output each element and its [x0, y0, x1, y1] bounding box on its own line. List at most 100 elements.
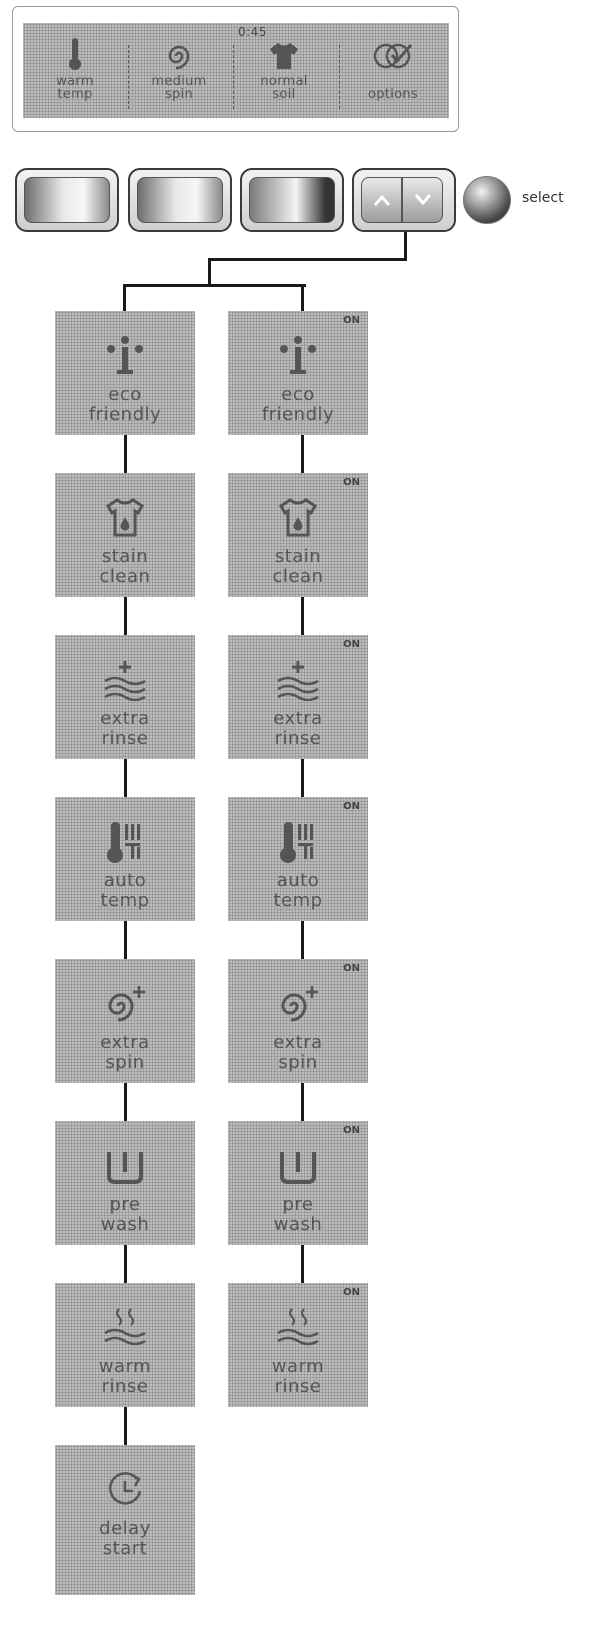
tile-line2: clean	[272, 566, 324, 587]
connector	[301, 1083, 304, 1123]
on-indicator: ON	[343, 639, 360, 650]
soil-button[interactable]	[240, 168, 344, 232]
connector	[124, 759, 127, 799]
tile-line2: temp	[100, 890, 150, 911]
eco-icon	[55, 333, 195, 379]
cycle-time: 0:45	[238, 25, 267, 39]
on-indicator: ON	[343, 315, 360, 326]
tile-line2: friendly	[88, 404, 162, 425]
chevron-down-icon	[414, 194, 431, 206]
auto-temp-icon	[228, 819, 368, 865]
lcd-options-item: options	[343, 35, 443, 115]
pre-wash-icon	[55, 1143, 195, 1189]
tile-line2: spin	[105, 1052, 145, 1073]
tile-line1: pre	[109, 1194, 141, 1215]
temp-button[interactable]	[15, 168, 119, 232]
tile-line1: extra	[273, 1032, 323, 1053]
select-label: select	[522, 190, 564, 206]
pre-wash-icon	[228, 1143, 368, 1189]
on-indicator: ON	[343, 801, 360, 812]
on-indicator: ON	[343, 963, 360, 974]
tile-line1: warm	[98, 1356, 152, 1377]
connector	[208, 258, 407, 261]
stain-shirt-icon	[55, 495, 195, 541]
connector	[124, 1245, 127, 1285]
connector	[208, 258, 211, 286]
extra-rinse-icon	[228, 657, 368, 703]
tile-line1: eco	[108, 384, 142, 405]
chevron-up-icon	[373, 194, 390, 206]
down-button[interactable]	[402, 177, 443, 223]
lcd-soil-line2: soil	[272, 87, 296, 102]
extra-rinse-icon	[55, 657, 195, 703]
tile-line2: wash	[273, 1214, 323, 1235]
options-up-down-button[interactable]	[352, 168, 456, 232]
stain-shirt-icon	[228, 495, 368, 541]
tile-line2: rinse	[274, 728, 322, 749]
tile-line2: temp	[273, 890, 323, 911]
lcd-soil-line1: normal	[260, 74, 308, 89]
tile-line1: stain	[274, 546, 322, 567]
tile-line1: eco	[281, 384, 315, 405]
connector	[124, 597, 127, 637]
connector	[123, 284, 126, 311]
tile-line1: pre	[282, 1194, 314, 1215]
on-indicator: ON	[343, 1287, 360, 1298]
tile-line2: rinse	[274, 1376, 322, 1397]
up-button[interactable]	[361, 177, 402, 223]
connector	[301, 284, 304, 311]
connector	[124, 1407, 127, 1447]
connector	[301, 921, 304, 961]
tile-line1: extra	[100, 1032, 150, 1053]
connector	[124, 921, 127, 961]
connector	[404, 232, 407, 260]
tile-line1: extra	[273, 708, 323, 729]
extra-spin-icon	[55, 981, 195, 1027]
tile-line2: wash	[100, 1214, 150, 1235]
eco-icon	[228, 333, 368, 379]
warm-rinse-icon	[55, 1305, 195, 1351]
tile-line1: stain	[101, 546, 149, 567]
lcd-temp-line1: warm	[56, 74, 94, 89]
tile-line2: rinse	[101, 728, 149, 749]
lcd-spin-line2: spin	[164, 87, 194, 102]
tile-line2: clean	[99, 566, 151, 587]
tile-line2: spin	[278, 1052, 318, 1073]
tile-line1: extra	[100, 708, 150, 729]
lcd-options-line2: options	[368, 87, 418, 102]
spin-button[interactable]	[128, 168, 232, 232]
delay-start-icon	[55, 1467, 195, 1513]
lcd-spin-line1: medium	[151, 74, 207, 89]
connector	[124, 1083, 127, 1123]
connector	[124, 435, 127, 475]
auto-temp-icon	[55, 819, 195, 865]
tile-line2: friendly	[261, 404, 335, 425]
on-indicator: ON	[343, 477, 360, 488]
tile-line2: rinse	[101, 1376, 149, 1397]
warm-rinse-icon	[228, 1305, 368, 1351]
on-indicator: ON	[343, 1125, 360, 1136]
thermometer-icon	[25, 35, 125, 71]
connector	[301, 1245, 304, 1285]
extra-spin-icon	[228, 981, 368, 1027]
options-check-icon	[343, 35, 443, 71]
select-knob[interactable]	[463, 176, 511, 224]
lcd-divider	[233, 45, 234, 109]
connector	[301, 597, 304, 637]
